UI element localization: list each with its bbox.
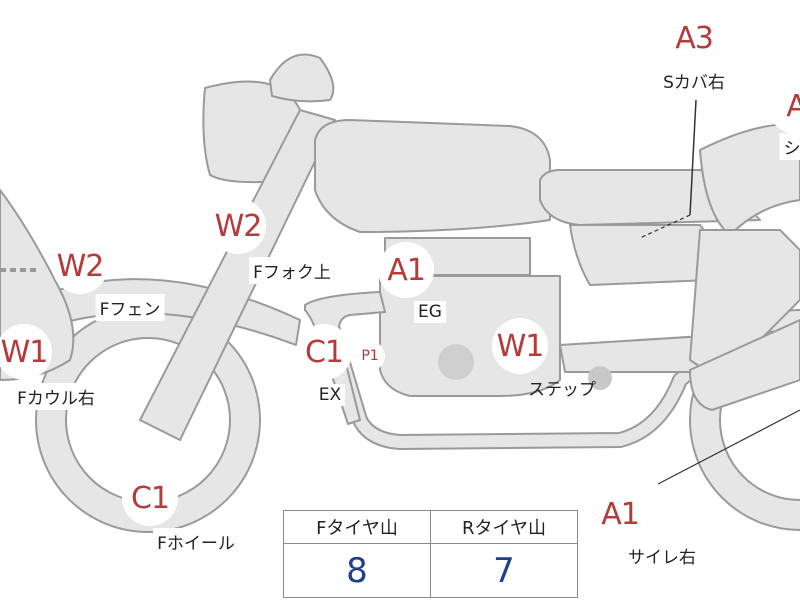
badge-p1: P1 <box>355 341 385 371</box>
badge-c1-wheel-text: C1 <box>130 480 170 516</box>
badge-a3-text: A3 <box>675 20 714 56</box>
label-engine: EG <box>414 301 446 323</box>
badge-a-seat-text: A <box>786 88 800 124</box>
label-f-fork-upper: Fフォク上 <box>249 257 335 284</box>
badge-p1-text: P1 <box>361 348 379 364</box>
engine-cover-knob <box>438 344 474 380</box>
rear-tire-tread-value: 7 <box>430 543 578 598</box>
badge-a3: A3 <box>666 10 722 66</box>
rear-frame <box>689 229 800 381</box>
badge-w1-step-text: W1 <box>496 328 545 364</box>
fuel-tank <box>314 119 551 233</box>
front-fork <box>139 109 336 441</box>
tail-section <box>699 123 800 236</box>
label-f-wheel: Fホイール <box>153 528 239 555</box>
label-step: ステップ <box>528 380 596 400</box>
label-seat: シ <box>779 133 800 160</box>
instrument <box>269 53 335 103</box>
badge-w2-fender: W2 <box>52 238 108 294</box>
tire-tread-table: Fタイヤ山 Rタイヤ山 8 7 <box>283 510 578 598</box>
badge-a1-muffler: A1 <box>592 486 648 542</box>
tire-tread-header-row: Fタイヤ山 Rタイヤ山 <box>283 510 578 544</box>
step-knob <box>588 366 612 390</box>
side-cover <box>569 224 715 286</box>
label-f-cowl-right: Fカウル右 <box>13 383 99 410</box>
badge-c1-exhaust: C1 <box>296 324 352 380</box>
leader-line-a3 <box>689 99 697 216</box>
badge-a1-engine: A1 <box>378 242 434 298</box>
front-tire-tread-value: 8 <box>283 543 431 598</box>
front-tire-tread-header: Fタイヤ山 <box>283 510 431 544</box>
label-exhaust: EX <box>314 384 346 406</box>
muffler <box>689 319 800 411</box>
leader-line-s-cover <box>639 214 691 239</box>
badge-w2-fender-text: W2 <box>56 248 105 284</box>
badge-w2-fork-text: W2 <box>214 208 263 244</box>
badge-a1-engine-text: A1 <box>387 252 426 288</box>
badge-a1-muffler-text: A1 <box>601 496 640 532</box>
badge-c1-wheel: C1 <box>122 470 178 526</box>
badge-w2-fork: W2 <box>210 198 266 254</box>
rear-tire-tread-header: Rタイヤ山 <box>430 510 578 544</box>
badge-c1-exhaust-text: C1 <box>304 334 344 370</box>
label-f-fender: Fフェン <box>95 294 165 321</box>
frame-lower-inner <box>324 314 746 448</box>
leader-line-muffler <box>657 409 800 485</box>
badge-w1-cowl-text: W1 <box>0 334 49 370</box>
badge-w1-cowl: W1 <box>0 324 52 380</box>
badge-w1-step: W1 <box>492 318 548 374</box>
label-muffler-right: サイレ右 <box>624 542 700 569</box>
label-s-cover-right: Sカバ右 <box>659 67 729 94</box>
tire-tread-value-row: 8 7 <box>283 543 578 598</box>
